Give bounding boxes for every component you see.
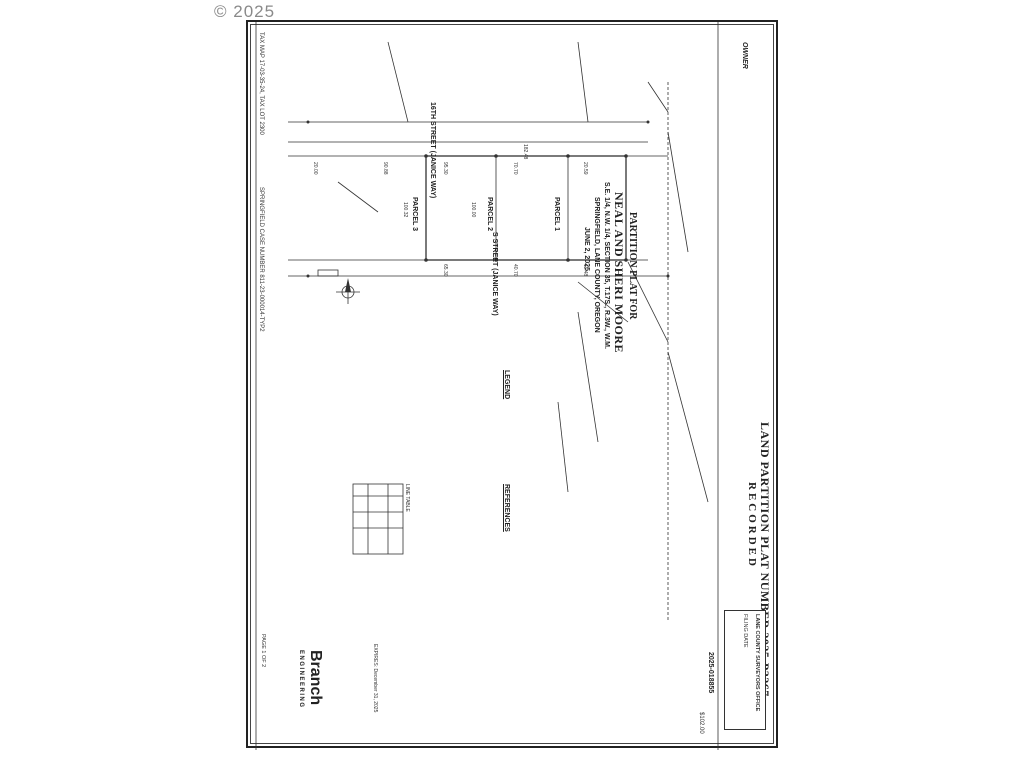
dim-label: 70.70 <box>512 162 518 175</box>
plat-location-2: SPRINGFIELD, LANE COUNTY, OREGON <box>593 197 600 333</box>
case-number-label: SPRINGFIELD CASE NUMBER 811-23-000014-TY… <box>258 187 264 332</box>
sheet-border <box>250 24 774 744</box>
recording-number: 2025-018855 <box>707 652 714 694</box>
dim-label: 100.00 <box>470 202 476 218</box>
dim-label: 20.00 <box>312 162 318 175</box>
recorded-stamp: RECORDED <box>746 482 758 569</box>
recording-fee: $102.00 <box>698 712 704 734</box>
dim-label: 95.30 <box>442 162 448 175</box>
parcel-3-label: PARCEL 3 <box>411 197 418 231</box>
plat-owners: NEAL AND SHERI MOORE <box>612 192 626 354</box>
parcel-1-label: PARCEL 1 <box>553 197 560 231</box>
dim-label: 11.48 <box>582 264 588 277</box>
dim-label: 65.30 <box>442 264 448 277</box>
line-table-title: LINE TABLE <box>404 484 410 512</box>
expires-label: EXPIRES: December 31, 2025 <box>372 644 378 713</box>
copyright-watermark: © 2025 <box>214 2 276 21</box>
tax-map-label: TAX MAP 17-03-35-24, TAX LOT 2300 <box>258 32 264 135</box>
street-s-label: S STREET (JANICE WAY) <box>491 232 498 316</box>
references-title: REFERENCES <box>503 484 510 532</box>
dim-label: 100.32 <box>402 202 408 218</box>
plat-drawing <box>255 22 719 750</box>
dim-label: 40.70 <box>512 264 518 277</box>
filing-date-label: FILING DATE <box>742 614 748 648</box>
parcel-2-label: PARCEL 2 <box>486 197 493 231</box>
plat-location-1: S.E. 1/4, N.W. 1/4, SECTION 35, T.17S., … <box>603 182 610 349</box>
dim-label: 90.88 <box>382 162 388 175</box>
surveyor-office-label: LANE COUNTY SURVEYORS OFFICE <box>754 614 760 712</box>
dim-label: 182.48 <box>522 144 528 160</box>
branch-logo: Branch <box>307 650 324 706</box>
branch-subtitle: ENGINEERING <box>298 650 304 709</box>
legend-title: LEGEND <box>503 370 510 400</box>
plat-title: PARTITION PLAT FOR <box>627 212 638 320</box>
plat-sheet: LAND PARTITION PLAT NUMBER 2025-P3267 RE… <box>246 20 778 750</box>
owner-label: OWNER <box>741 42 748 69</box>
street-16th-label: 16TH STREET (JANICE WAY) <box>429 102 436 199</box>
dim-label: 20.59 <box>582 162 588 175</box>
surveyor-office-box <box>724 610 766 730</box>
page-label: PAGE 1 OF 2 <box>260 634 266 668</box>
